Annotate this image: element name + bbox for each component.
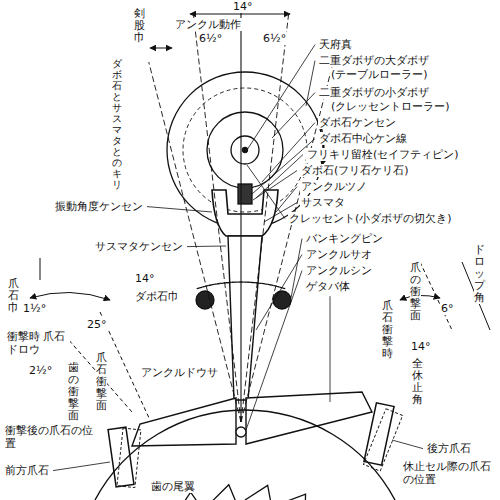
part-label: ダボ石中心ケン線 (318, 132, 408, 145)
part-label: (テーブルローラー) (330, 68, 429, 81)
part-label: 爪石衝撃面 (96, 352, 107, 412)
leader-line (306, 61, 315, 106)
part-label: 歯の衝撃面 (68, 362, 79, 422)
escape-tooth (176, 492, 200, 500)
part-label: アンクルシン (305, 264, 373, 277)
part-label: (クレッセントローラー) (330, 100, 451, 113)
part-label: 前方爪石 (4, 464, 50, 477)
part-label: 歯の尾翼 (150, 480, 196, 493)
pallet-left-arm (132, 398, 236, 446)
part-label: 1½° (22, 302, 47, 315)
lever-angle-dimension (190, 14, 290, 15)
part-label: ゲタバ体 (305, 280, 351, 293)
part-label: 爪の衝撃面 (410, 262, 421, 322)
part-label: 6½° (262, 32, 287, 45)
lever-body (228, 236, 262, 400)
leader-line (246, 271, 302, 430)
part-label: サスマタケンセン (94, 240, 184, 253)
part-label: 衝撃時 爪石ドロウ (6, 330, 70, 356)
impulse-pin (238, 184, 252, 204)
leader-line (330, 296, 331, 402)
balance-staff-circle (231, 136, 259, 164)
part-label: ダボ石(フリ石ケリ石) (300, 164, 410, 177)
part-label: 14° (410, 340, 432, 353)
escape-tooth (245, 485, 271, 500)
part-label: アンクルドウサ (140, 366, 219, 379)
part-label: 後方爪石 (426, 442, 472, 455)
horn-width-dimension (150, 48, 172, 49)
part-label: バンキングピン (305, 232, 384, 245)
part-label: 天府真 (318, 38, 353, 51)
part-label: 2½° (28, 364, 53, 377)
pallet-staff (236, 427, 246, 437)
part-label: 6° (440, 302, 455, 315)
escape-tooth (280, 494, 305, 500)
angle-ray (193, 14, 241, 422)
part-label: アンクル動作 (174, 18, 242, 31)
part-label: 二重ダボザの小ダボザ (318, 86, 430, 99)
escape-wheel-rim (95, 410, 395, 500)
pallet-width-tick (40, 258, 41, 280)
pallet-width-arc (30, 292, 110, 300)
part-label: ダボ石ケンセン (318, 116, 397, 129)
entry-pallet-stone (108, 427, 134, 487)
pallet-right-arm (246, 392, 372, 444)
part-label: 14° (134, 272, 156, 285)
part-label: アンクルサオ (305, 248, 373, 261)
part-label: 衝撃後の爪石の位置 (4, 424, 98, 450)
angle-ray (241, 14, 289, 422)
leader-line (392, 440, 423, 449)
part-label: クレッセント(小ダボザの切欠き) (288, 212, 453, 225)
part-label: 爪石巾 (8, 278, 19, 314)
part-label: アンクルツノ (300, 180, 368, 193)
part-label: 二重ダボザの大ダボザ (318, 54, 430, 67)
part-label: 全休止角 (412, 358, 423, 406)
leader-line (256, 155, 303, 198)
part-label: 爪石衝撃時 (382, 300, 393, 360)
part-label: ダボ石巾 (134, 290, 180, 303)
entry-pallet-after-impulse (117, 428, 141, 488)
lever-angle-arc (197, 282, 286, 289)
part-label: 剣股巾 (134, 8, 145, 44)
part-label: ドロップ角 (474, 244, 485, 304)
roller-dashed-circle (183, 88, 307, 212)
leader-line (53, 462, 110, 471)
balance-center (243, 148, 248, 153)
part-label: ダボ石とサスマタとのキリ (112, 58, 122, 190)
lever-fork (212, 190, 278, 236)
leader-line (256, 255, 302, 330)
escape-tooth (210, 485, 236, 500)
leader-line (272, 93, 315, 138)
leader-line (291, 239, 302, 298)
exit-pallet-stone (364, 403, 394, 465)
part-label: 25° (86, 318, 108, 331)
part-label: 休止セル際の爪石の位置 (402, 460, 496, 486)
angle-ray (240, 8, 241, 422)
leader-line (147, 207, 212, 212)
part-label: フリキリ留栓(セイフティピン) (306, 148, 460, 161)
leader-line (253, 171, 297, 200)
exit-pallet-locked (363, 409, 402, 471)
banking-pin (273, 291, 291, 309)
leader-line (276, 187, 297, 212)
part-label: 6½° (198, 32, 223, 45)
part-label: 振動角度ケンセン (54, 200, 144, 213)
leader-line (187, 246, 226, 248)
part-label: 14° (232, 0, 254, 13)
part-label: サスマタ (300, 196, 346, 209)
leader-line (247, 165, 285, 219)
